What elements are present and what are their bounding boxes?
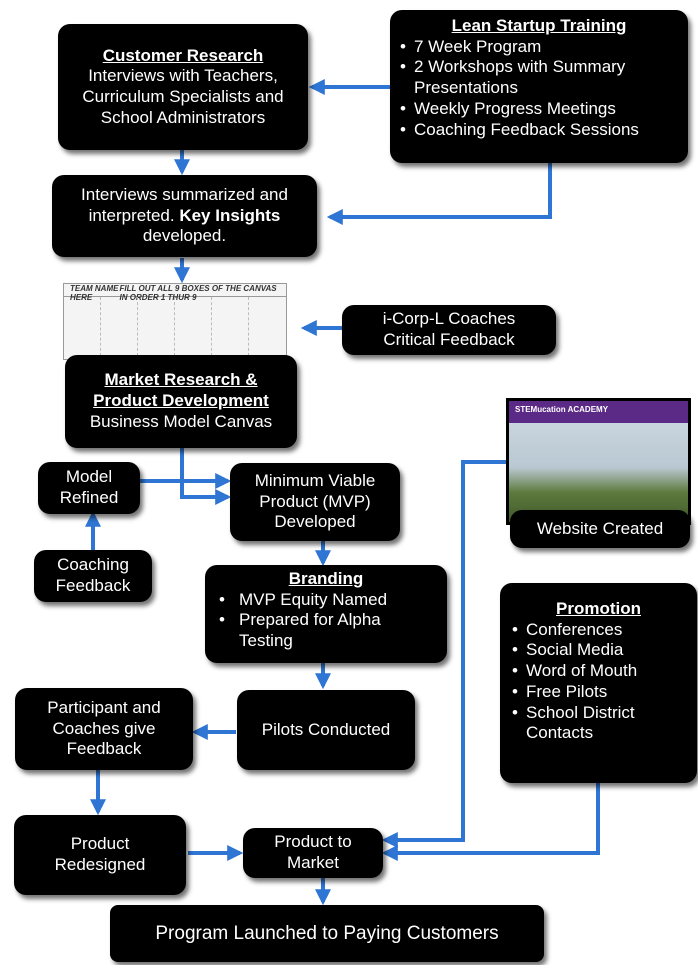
icorp-coaches-box: i-Corp-L Coaches Critical Feedback bbox=[342, 305, 556, 355]
interviews-bold: Key Insights bbox=[179, 205, 281, 225]
product-to-market-label: Product to Market bbox=[274, 832, 352, 872]
branding-list: MVP Equity Named Prepared for Alpha Test… bbox=[215, 590, 437, 652]
pilots-conducted-label: Pilots Conducted bbox=[261, 719, 391, 739]
branding-item: Prepared for Alpha Testing bbox=[219, 610, 437, 651]
participant-feedback-label: Participant and Coaches give Feedback bbox=[47, 697, 161, 759]
lean-startup-item: Coaching Feedback Sessions bbox=[400, 120, 678, 141]
branding-title: Branding bbox=[288, 569, 364, 588]
arrow-promotion-to-market bbox=[381, 783, 600, 861]
lean-startup-item: Weekly Progress Meetings bbox=[400, 99, 678, 120]
arrow-website-to-market bbox=[381, 460, 506, 848]
website-photo bbox=[509, 423, 688, 522]
pilots-conducted-box: Pilots Conducted bbox=[237, 690, 415, 770]
lean-startup-title: Lean Startup Training bbox=[451, 16, 627, 35]
branding-box: Branding MVP Equity Named Prepared for A… bbox=[205, 565, 447, 663]
customer-research-box: Customer Research Interviews with Teache… bbox=[58, 24, 308, 150]
product-redesigned-label: Product Redesigned bbox=[54, 834, 146, 874]
customer-research-body: Interviews with Teachers, Curriculum Spe… bbox=[82, 66, 284, 127]
promotion-item: Conferences bbox=[512, 620, 685, 641]
website-logo: STEMucation ACADEMY bbox=[515, 405, 609, 414]
promotion-box: Promotion Conferences Social Media Word … bbox=[500, 583, 697, 783]
branding-item: MVP Equity Named bbox=[219, 590, 437, 611]
icorp-line1: i-Corp-L Coaches bbox=[382, 309, 516, 329]
program-launched-label: Program Launched to Paying Customers bbox=[155, 922, 499, 944]
participant-feedback-box: Participant and Coaches give Feedback bbox=[15, 688, 193, 770]
coaching-feedback-box: Coaching Feedback bbox=[34, 550, 152, 602]
interviews-text: Interviews summarized and interpreted. K… bbox=[66, 185, 303, 247]
arrow-training-to-interviews bbox=[326, 163, 552, 225]
program-launched-box: Program Launched to Paying Customers bbox=[110, 905, 544, 962]
market-research-body: Business Model Canvas bbox=[89, 411, 273, 431]
canvas-instruction: FILL OUT ALL 9 BOXES OF THE CANVAS IN OR… bbox=[119, 284, 277, 302]
product-to-market-box: Product to Market bbox=[243, 828, 383, 878]
mvp-box: Minimum Viable Product (MVP) Developed bbox=[230, 463, 400, 541]
promotion-item: Free Pilots bbox=[512, 682, 685, 703]
interviews-box: Interviews summarized and interpreted. K… bbox=[52, 175, 317, 257]
model-refined-label: Model Refined bbox=[59, 467, 119, 507]
promotion-title: Promotion bbox=[556, 599, 641, 618]
product-redesigned-box: Product Redesigned bbox=[14, 815, 186, 895]
model-refined-box: Model Refined bbox=[38, 462, 140, 514]
market-research-box: Market Research & Product Development Bu… bbox=[65, 355, 297, 448]
website-created-label: Website Created bbox=[536, 518, 664, 538]
promotion-item: Word of Mouth bbox=[512, 661, 685, 682]
lean-startup-item: 7 Week Program bbox=[400, 37, 678, 58]
promotion-item: Social Media bbox=[512, 640, 685, 661]
business-model-canvas-image: TEAM NAME HERE FILL OUT ALL 9 BOXES OF T… bbox=[63, 283, 287, 360]
interviews-part2: developed. bbox=[142, 226, 227, 246]
lean-startup-box: Lean Startup Training 7 Week Program 2 W… bbox=[390, 10, 688, 163]
arrow-research-to-mvp bbox=[180, 448, 232, 505]
market-research-title-line1: Market Research & bbox=[104, 370, 258, 390]
canvas-team-label: TEAM NAME HERE bbox=[70, 284, 119, 302]
coaching-feedback-label: Coaching Feedback bbox=[55, 555, 131, 595]
website-screenshot-image: STEMucation ACADEMY bbox=[506, 398, 691, 525]
promotion-list: Conferences Social Media Word of Mouth F… bbox=[512, 620, 685, 744]
lean-startup-item: 2 Workshops with Summary Presentations bbox=[400, 57, 678, 98]
icorp-line2: Critical Feedback bbox=[383, 330, 515, 349]
interviews-part1: Interviews summarized and interpreted. bbox=[81, 184, 288, 225]
lean-startup-list: 7 Week Program 2 Workshops with Summary … bbox=[400, 37, 678, 141]
website-created-box: Website Created bbox=[510, 510, 690, 548]
promotion-item: School District Contacts bbox=[512, 703, 685, 744]
mvp-label: Minimum Viable Product (MVP) Developed bbox=[254, 470, 376, 532]
customer-research-title: Customer Research bbox=[102, 45, 264, 65]
market-research-title-line2: Product Development bbox=[93, 391, 269, 411]
